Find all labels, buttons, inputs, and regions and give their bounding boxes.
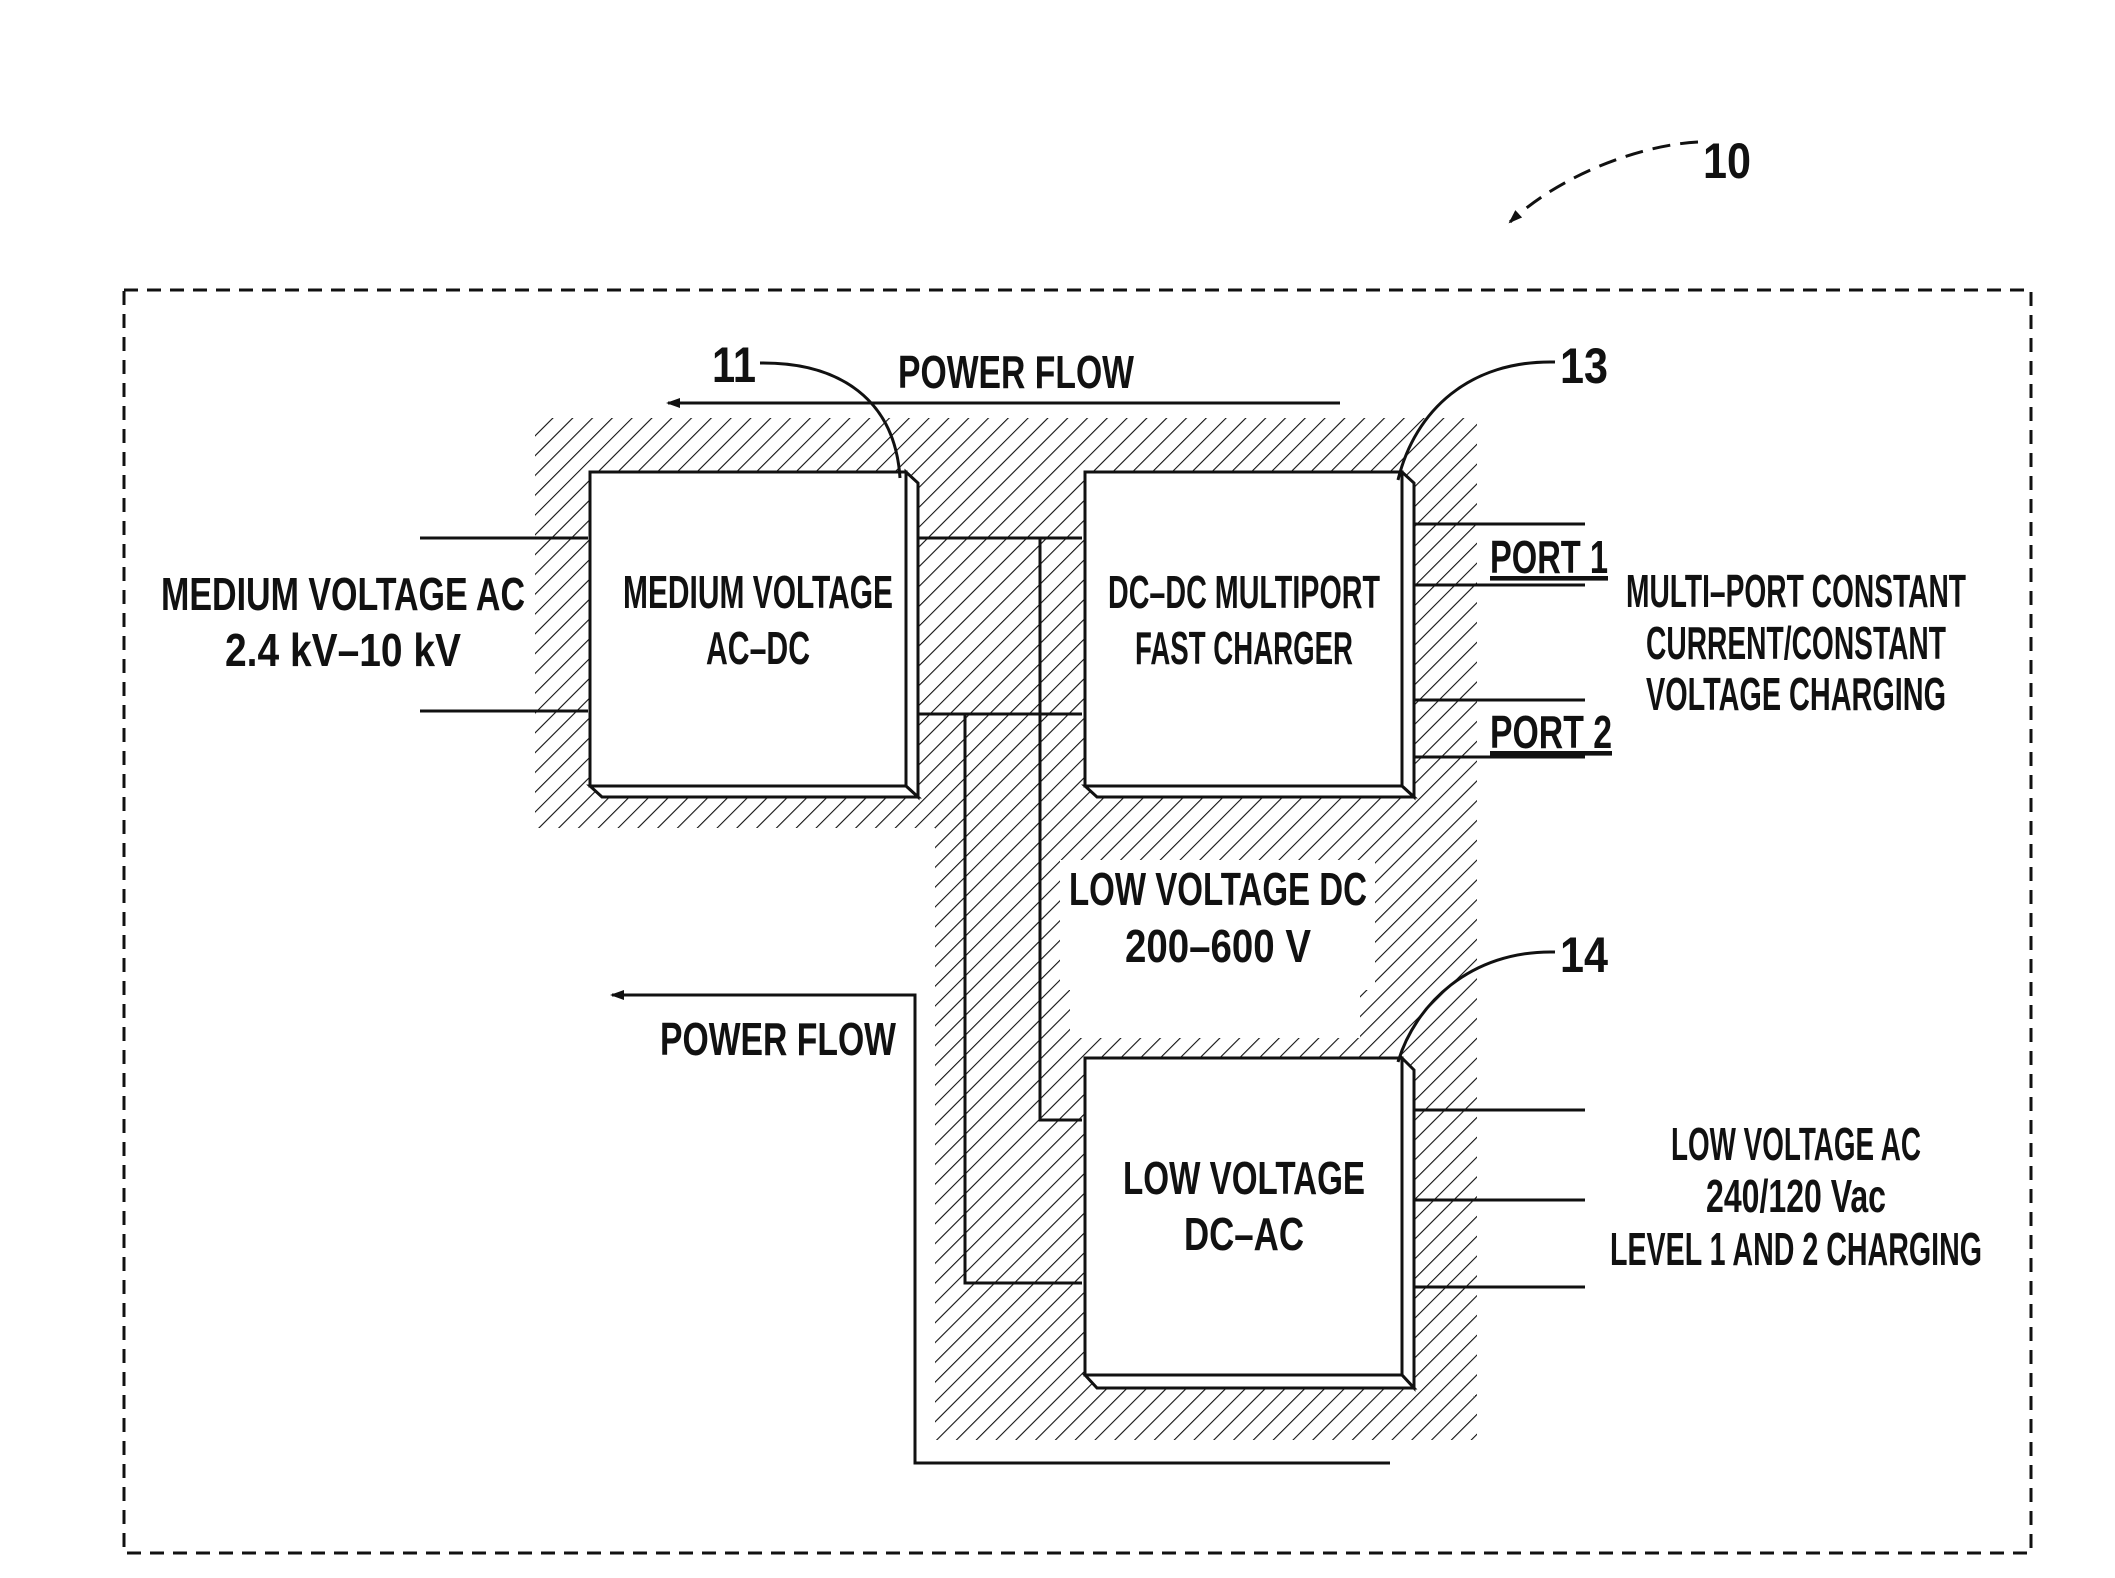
block-medium-voltage-ac-dc: MEDIUM VOLTAGE AC–DC	[590, 472, 918, 797]
multiport-charging-line-3: VOLTAGE CHARGING	[1646, 668, 1946, 720]
block-11-line-1: MEDIUM VOLTAGE	[623, 566, 893, 618]
low-voltage-ac-line-3: LEVEL 1 AND 2 CHARGING	[1610, 1223, 1982, 1275]
multiport-charging-line-1: MULTI–PORT CONSTANT	[1626, 565, 1966, 617]
block-13-line-1: DC–DC MULTIPORT	[1108, 566, 1380, 618]
multiport-charging-line-2: CURRENT/CONSTANT	[1646, 617, 1946, 669]
leader-10	[1510, 142, 1698, 222]
power-flow-left-label: POWER FLOW	[660, 1013, 896, 1065]
block-low-voltage-dc-ac: LOW VOLTAGE DC–AC	[1085, 1058, 1414, 1388]
medium-voltage-ac-line-2: 2.4 kV–10 kV	[225, 624, 461, 676]
ref-numeral-14: 14	[1560, 927, 1608, 983]
port-2-label: PORT 2	[1490, 706, 1612, 758]
ref-numeral-11: 11	[712, 337, 756, 393]
low-voltage-ac-line-2: 240/120 Vac	[1706, 1170, 1886, 1222]
block-11-line-2: AC–DC	[706, 622, 810, 674]
ref-numeral-13: 13	[1560, 338, 1608, 394]
low-voltage-dc-line-2: 200–600 V	[1125, 920, 1311, 972]
block-13-line-2: FAST CHARGER	[1135, 622, 1353, 674]
medium-voltage-ac-line-1: MEDIUM VOLTAGE AC	[161, 568, 525, 620]
block-14-line-2: DC–AC	[1184, 1208, 1304, 1260]
block-14-line-1: LOW VOLTAGE	[1123, 1152, 1365, 1204]
port-1-label: PORT 1	[1490, 531, 1608, 583]
low-voltage-ac-line-1: LOW VOLTAGE AC	[1671, 1118, 1921, 1170]
block-dc-dc-multiport: DC–DC MULTIPORT FAST CHARGER	[1085, 472, 1414, 797]
power-flow-top-label: POWER FLOW	[898, 346, 1134, 398]
low-voltage-dc-line-1: LOW VOLTAGE DC	[1069, 863, 1367, 915]
figure-number: 10	[1703, 133, 1751, 189]
